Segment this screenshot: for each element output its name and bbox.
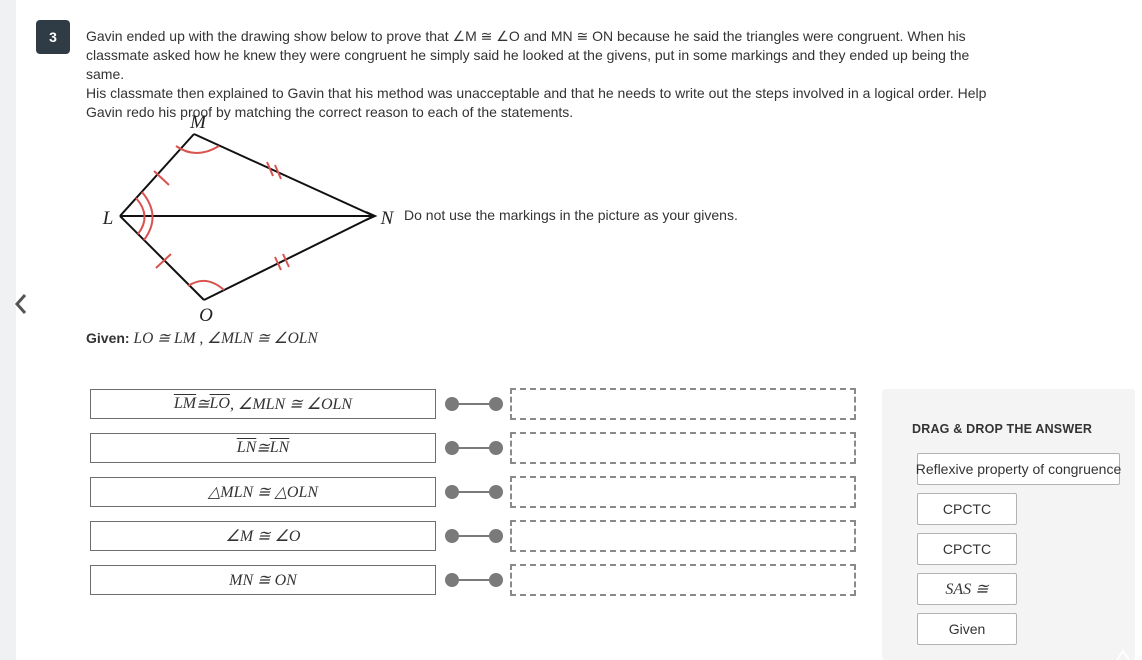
vertex-label-n: N (380, 208, 395, 229)
double-tick-mn (274, 164, 282, 180)
triangles-diagram: M L N O (102, 112, 395, 326)
answer-chip-sas[interactable]: SAS ≅ (917, 573, 1017, 605)
reason-drop-zone-2[interactable] (510, 432, 856, 464)
question-line: His classmate then explained to Gavin th… (86, 85, 987, 101)
answer-chip-cpctc[interactable]: CPCTC (917, 533, 1017, 565)
answer-chip-given[interactable]: Given (917, 613, 1017, 645)
connector-link (445, 573, 503, 587)
angle-arc-o (187, 279, 225, 291)
reason-drop-zone-4[interactable] (510, 520, 856, 552)
answer-bank-title: DRAG & DROP THE ANSWER (912, 422, 1093, 436)
statement-segment: LO (209, 395, 230, 412)
chevron-left-icon[interactable] (14, 292, 28, 316)
segment-lo (119, 215, 205, 301)
tick-mark-lm (153, 170, 170, 186)
angle-arc-m (175, 145, 220, 154)
statement-segment: LM (173, 395, 197, 412)
given-statement: LO ≅ LM , ∠MLN ≅ ∠OLN (133, 330, 318, 347)
reason-drop-zone-3[interactable] (510, 476, 856, 508)
reason-drop-zone-1[interactable] (510, 388, 856, 420)
double-tick-on (274, 256, 282, 271)
arrow-head-n (365, 211, 378, 221)
reason-drop-zone-5[interactable] (510, 564, 856, 596)
statement-box: LM ≅ LO, ∠MLN ≅ ∠OLN (90, 389, 436, 419)
segment-on (203, 215, 375, 301)
given-label: Given: (86, 330, 130, 346)
vertex-label-o: O (199, 305, 213, 326)
question-line: classmate asked how he knew they were co… (86, 47, 970, 82)
statement-segment: LN (269, 439, 290, 456)
connector-link (445, 441, 503, 455)
answer-chip-cpctc[interactable]: CPCTC (917, 493, 1017, 525)
angle-arc-l (135, 197, 146, 235)
connector-link (445, 397, 503, 411)
statement-segment: LN (236, 439, 257, 456)
question-number-badge: 3 (36, 20, 70, 54)
question-text: Gavin ended up with the drawing show bel… (86, 27, 996, 122)
statement-box: △MLN ≅ △OLN (90, 477, 436, 507)
tick-mark-lo (155, 253, 172, 269)
vertex-label-m: M (189, 112, 207, 133)
given-line: Given: LO ≅ LM , ∠MLN ≅ ∠OLN (86, 329, 318, 348)
vertex-label-l: L (102, 208, 114, 229)
answer-bank: DRAG & DROP THE ANSWER Reflexive propert… (882, 389, 1135, 660)
answer-chip-reflexive[interactable]: Reflexive property of congruence (916, 453, 1121, 485)
question-line: Gavin redo his proof by matching the cor… (86, 104, 574, 120)
question-line: Gavin ended up with the drawing show bel… (86, 28, 966, 44)
statement-box: MN ≅ ON (90, 565, 436, 595)
resize-handle-icon[interactable] (1115, 648, 1131, 660)
connector-link (445, 485, 503, 499)
connector-link (445, 529, 503, 543)
statement-box: ∠M ≅ ∠O (90, 521, 436, 551)
givens-note: Do not use the markings in the picture a… (404, 207, 738, 223)
question-card: 3 Gavin ended up with the drawing show b… (14, 0, 1142, 660)
segment-mn (193, 133, 375, 217)
angle-arc-l (141, 191, 154, 241)
statement-box: LN ≅ LN (90, 433, 436, 463)
double-tick-on (282, 253, 290, 268)
double-tick-mn (266, 161, 274, 177)
